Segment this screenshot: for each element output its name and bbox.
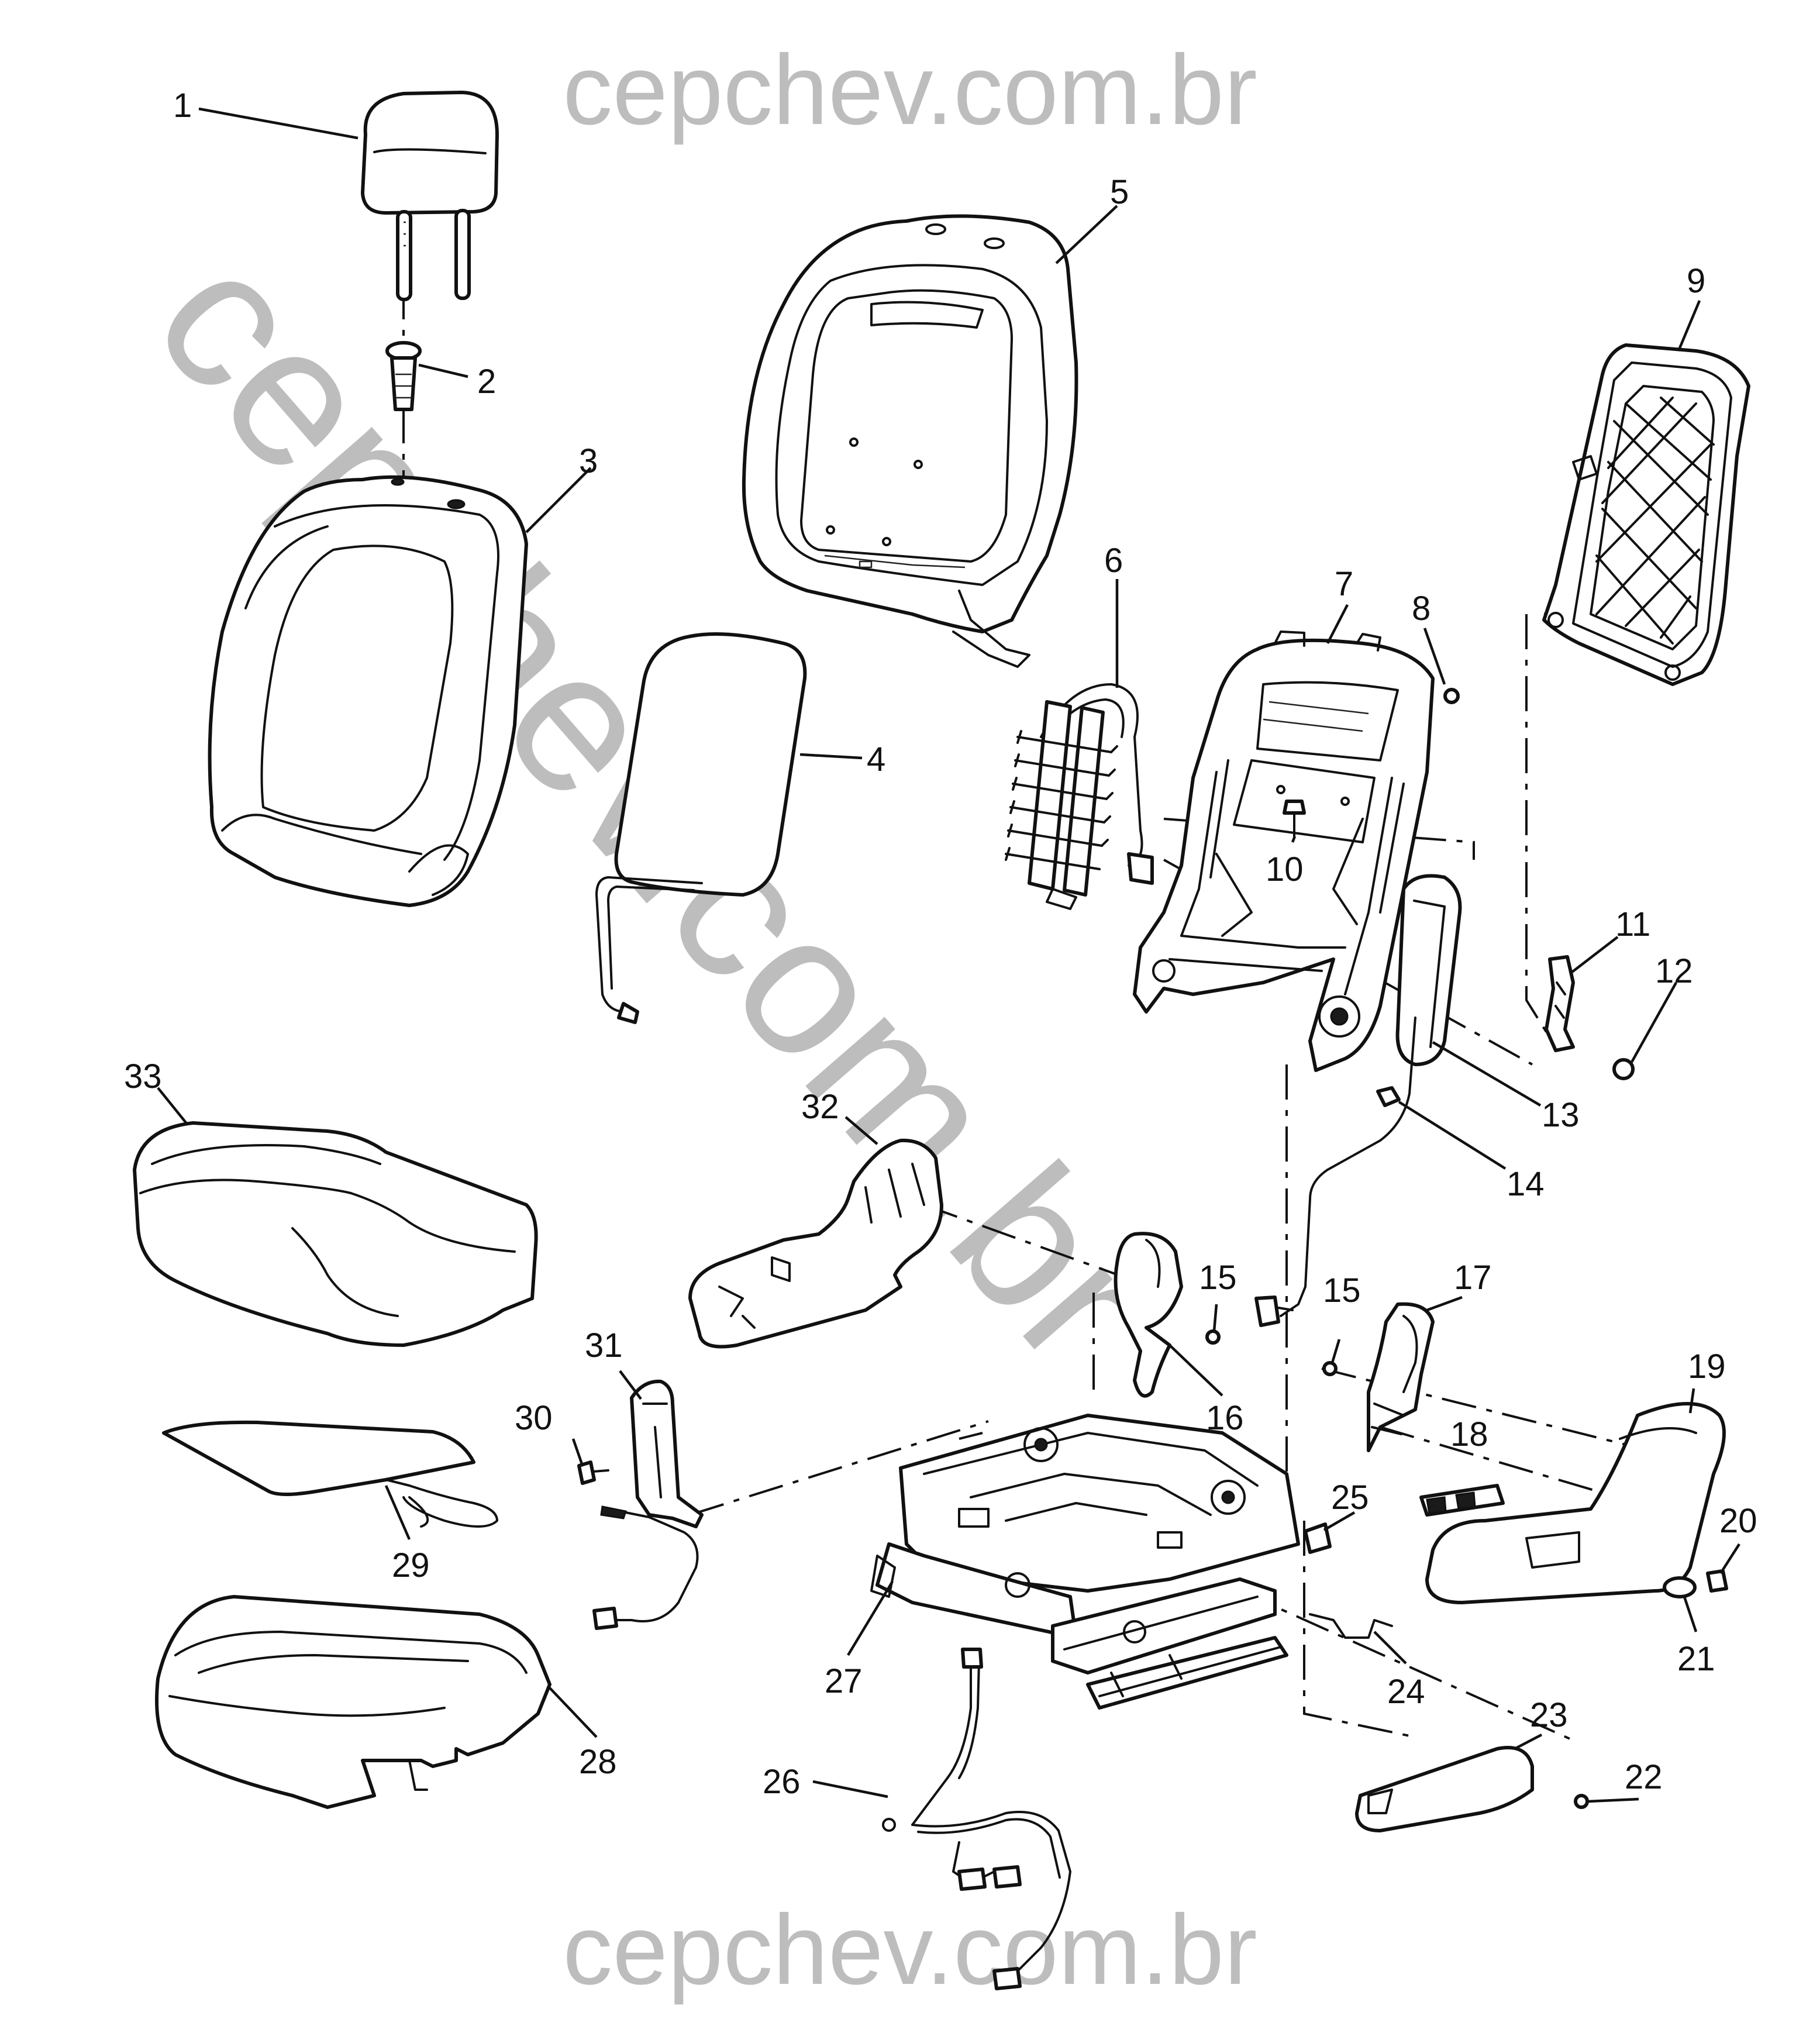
inboard-shield bbox=[688, 1138, 943, 1349]
callout-29: 29 bbox=[392, 1546, 430, 1584]
callout-13: 13 bbox=[1542, 1096, 1580, 1134]
callout-33: 33 bbox=[124, 1057, 162, 1095]
knob-cap bbox=[1706, 1569, 1728, 1593]
seat-switch bbox=[1419, 1484, 1505, 1517]
watermark-bottom: cepchev.com.br bbox=[563, 1894, 1257, 2006]
callout-24: 24 bbox=[1387, 1673, 1425, 1711]
wire-bracket bbox=[1309, 1613, 1393, 1639]
belt-buckle bbox=[592, 1379, 704, 1630]
back-side-panel bbox=[1395, 874, 1462, 1066]
callout-28: 28 bbox=[579, 1743, 617, 1781]
recliner-cover-17 bbox=[1367, 1302, 1435, 1452]
callout-12: 12 bbox=[1655, 952, 1693, 990]
callout-15b: 15 bbox=[1323, 1272, 1361, 1310]
watermark-top: cepchev.com.br bbox=[563, 35, 1257, 146]
callout-4: 4 bbox=[867, 740, 885, 778]
headrest bbox=[361, 91, 499, 301]
callout-18: 18 bbox=[1450, 1415, 1488, 1453]
sensor-mat bbox=[162, 1420, 498, 1528]
callout-23: 23 bbox=[1530, 1696, 1568, 1734]
callout-26: 26 bbox=[763, 1763, 801, 1801]
belt-bolt bbox=[577, 1460, 609, 1485]
lumbar-support bbox=[1005, 683, 1154, 910]
mesh-grid bbox=[1595, 397, 1715, 645]
bushing bbox=[1443, 688, 1460, 704]
callout-31: 31 bbox=[585, 1326, 623, 1365]
seat-back-cover bbox=[208, 475, 528, 907]
recliner-cover-16 bbox=[1114, 1232, 1183, 1398]
callout-22: 22 bbox=[1625, 1758, 1663, 1796]
callout-27: 27 bbox=[825, 1662, 863, 1700]
push-pin-22 bbox=[1574, 1794, 1589, 1809]
seat-frame-adjuster bbox=[870, 1414, 1300, 1710]
callout-30: 30 bbox=[515, 1399, 553, 1437]
recliner-bracket bbox=[1545, 955, 1575, 1052]
lumbar-pad bbox=[595, 632, 807, 1024]
callout-25: 25 bbox=[1331, 1479, 1369, 1517]
callout-32: 32 bbox=[801, 1088, 839, 1126]
headrest-guide bbox=[385, 341, 422, 411]
callout-10: 10 bbox=[1266, 850, 1304, 888]
seat-cushion-cover bbox=[133, 1121, 538, 1347]
callout-3: 3 bbox=[579, 442, 598, 480]
callout-9: 9 bbox=[1687, 262, 1705, 300]
callout-numbers: 1 2 3 4 5 6 7 8 9 10 11 12 13 14 15 15 1… bbox=[124, 87, 1757, 1801]
callout-8: 8 bbox=[1412, 590, 1431, 628]
callout-17: 17 bbox=[1454, 1259, 1492, 1297]
callout-15a: 15 bbox=[1199, 1259, 1237, 1297]
track-cover bbox=[1355, 1746, 1534, 1832]
callout-11: 11 bbox=[1615, 905, 1650, 943]
wiring-harness bbox=[882, 1648, 1071, 1990]
callout-1: 1 bbox=[173, 87, 192, 125]
connector-25 bbox=[1304, 1522, 1332, 1554]
callout-6: 6 bbox=[1104, 542, 1123, 580]
screws-15 bbox=[1205, 1329, 1338, 1376]
outboard-shield bbox=[1425, 1402, 1726, 1604]
seat-back-frame bbox=[1133, 630, 1435, 1072]
callout-5: 5 bbox=[1110, 173, 1129, 211]
seat-back-pad bbox=[742, 214, 1078, 668]
seat-cushion-pad bbox=[155, 1595, 551, 1809]
callout-7: 7 bbox=[1335, 565, 1353, 603]
callout-19: 19 bbox=[1688, 1348, 1726, 1386]
push-pin-12 bbox=[1612, 1058, 1635, 1080]
leader-lines bbox=[157, 107, 1740, 1803]
callout-16: 16 bbox=[1206, 1399, 1244, 1437]
seat-back-panel bbox=[1542, 343, 1750, 686]
switch-knob bbox=[1663, 1576, 1697, 1598]
callout-20: 20 bbox=[1719, 1502, 1757, 1540]
callout-2: 2 bbox=[477, 363, 496, 401]
callout-21: 21 bbox=[1677, 1640, 1715, 1678]
callout-14: 14 bbox=[1507, 1165, 1545, 1203]
bolt-10 bbox=[1283, 800, 1306, 838]
